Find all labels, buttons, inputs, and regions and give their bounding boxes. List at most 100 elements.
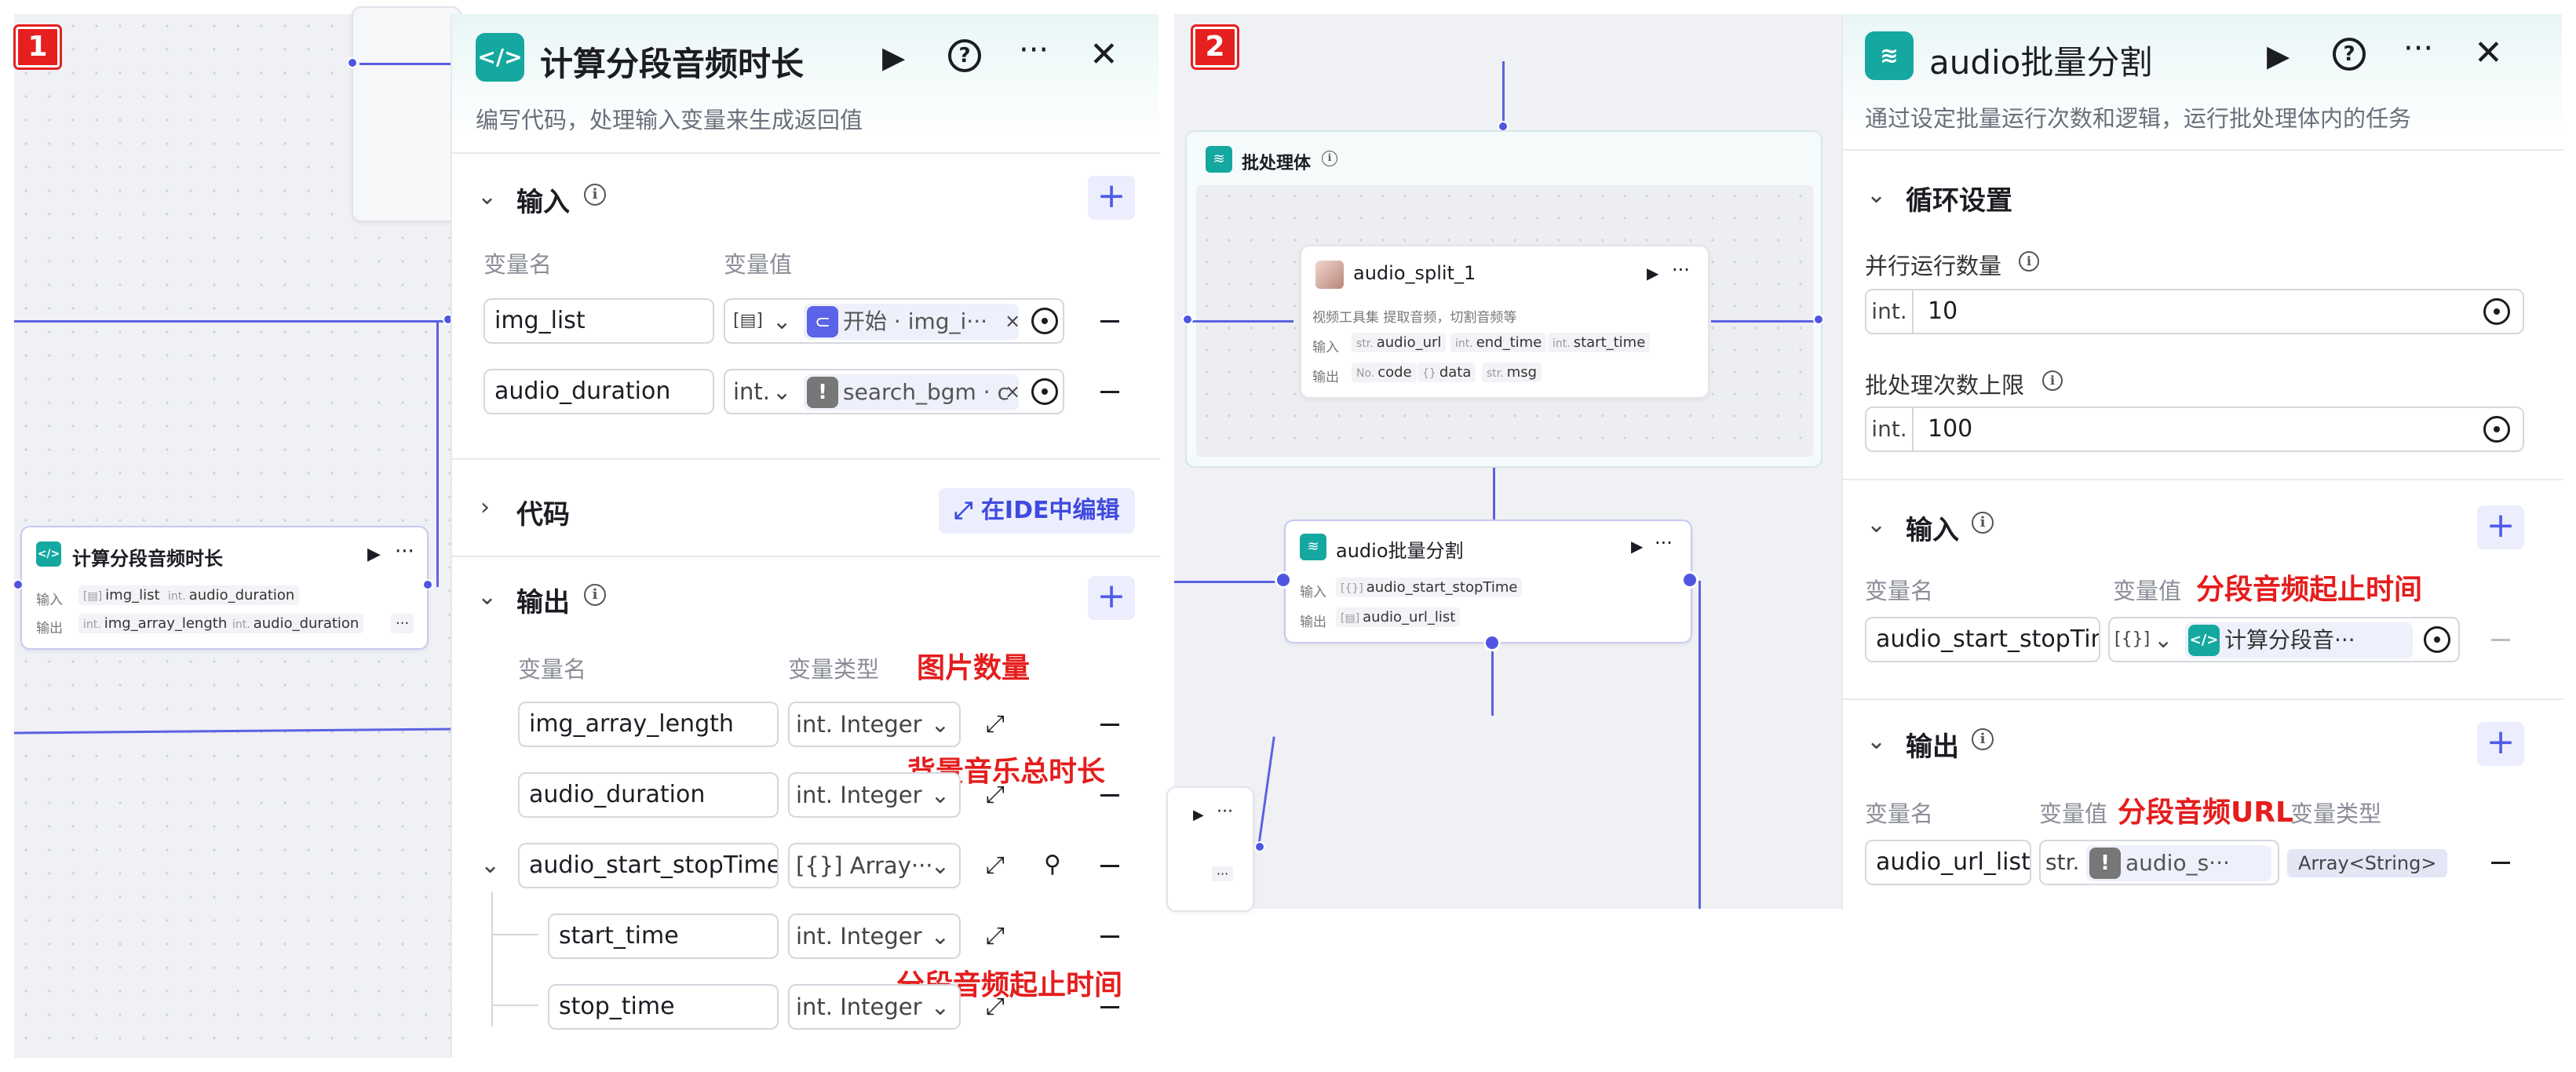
output-type-select[interactable]: [{}] Array···⌄ bbox=[788, 843, 961, 888]
output-value-select[interactable]: str. !audio_s··· bbox=[2039, 840, 2279, 885]
chevron-right-icon[interactable]: › bbox=[480, 494, 490, 521]
more-icon[interactable]: ··· bbox=[1019, 32, 1049, 68]
batch-node-card[interactable]: ≋ audio批量分割 ▶ ··· 输入 [{}]audio_start_sto… bbox=[1284, 520, 1692, 644]
add-output-button[interactable]: + bbox=[2477, 722, 2524, 766]
output-type-select[interactable]: int. Integer⌄ bbox=[788, 702, 961, 747]
output-section-title[interactable]: 输出 bbox=[1906, 731, 1959, 763]
info-icon[interactable]: i bbox=[1972, 512, 1994, 534]
remove-input-button[interactable] bbox=[1100, 320, 1119, 323]
output-type-select[interactable]: int. Integer⌄ bbox=[788, 772, 961, 818]
expand-icon[interactable]: ⤢ bbox=[986, 922, 1005, 950]
input-section-title[interactable]: 输入 bbox=[1906, 515, 1959, 546]
batch-body-container[interactable]: ≋ 批处理体 i bbox=[1185, 130, 1823, 468]
connector-dot[interactable] bbox=[1182, 314, 1193, 325]
batch-node-input-port[interactable] bbox=[1275, 571, 1292, 589]
panel-title[interactable]: 计算分段音频时长 bbox=[540, 45, 805, 83]
clear-icon[interactable]: × bbox=[1005, 310, 1021, 332]
run-icon[interactable]: ▶ bbox=[367, 545, 381, 564]
output-type-select[interactable]: int. Integer⌄ bbox=[788, 984, 961, 1030]
chevron-down-icon[interactable]: ⌄ bbox=[477, 583, 498, 611]
node-port[interactable] bbox=[422, 579, 433, 590]
variable-picker-icon[interactable] bbox=[1031, 308, 1058, 334]
info-icon[interactable]: i bbox=[2019, 251, 2039, 272]
connector-dot[interactable] bbox=[1813, 314, 1824, 325]
connector-dot[interactable] bbox=[347, 57, 358, 68]
close-icon[interactable]: ✕ bbox=[1089, 35, 1118, 75]
connector-dot[interactable] bbox=[1254, 841, 1265, 852]
help-icon[interactable]: ? bbox=[2333, 38, 2366, 71]
more-icon[interactable]: ··· bbox=[395, 540, 414, 563]
input-type-select[interactable]: [▤] ⌄ ⊂开始 · img_i··· × bbox=[724, 298, 1064, 344]
input-name-field[interactable]: audio_duration bbox=[483, 369, 714, 414]
input-type-select[interactable]: [{}] ⌄ </>计算分段音··· bbox=[2108, 617, 2460, 662]
reference-chip[interactable]: ⊂开始 · img_i··· bbox=[804, 304, 1019, 340]
loop-section-title[interactable]: 循环设置 bbox=[1906, 185, 2012, 217]
variable-picker-icon[interactable] bbox=[1031, 378, 1058, 405]
edit-in-ide-button[interactable]: ⤢ 在IDE中编辑 bbox=[939, 488, 1135, 534]
run-icon[interactable]: ▶ bbox=[1647, 264, 1659, 283]
partial-node[interactable]: ▶ ··· ··· bbox=[1166, 786, 1254, 912]
info-icon[interactable]: i bbox=[584, 584, 606, 606]
help-icon[interactable]: ? bbox=[948, 39, 981, 72]
output-name-field[interactable]: img_array_length bbox=[518, 702, 779, 747]
upper-node-partial[interactable] bbox=[352, 6, 462, 222]
batch-node-bottom-port[interactable] bbox=[1483, 634, 1501, 651]
node-port[interactable] bbox=[13, 579, 24, 590]
more-icon[interactable]: ··· bbox=[2403, 31, 2434, 67]
more-icon[interactable]: ··· bbox=[1672, 259, 1690, 281]
remove-output-button[interactable] bbox=[1100, 865, 1119, 867]
run-icon[interactable]: ▶ bbox=[1631, 537, 1644, 556]
expand-icon[interactable]: ⤢ bbox=[986, 710, 1005, 738]
batch-node-output-port[interactable] bbox=[1681, 571, 1698, 589]
expand-icon[interactable]: ⤢ bbox=[986, 851, 1005, 879]
remove-input-button[interactable] bbox=[2491, 639, 2510, 641]
expand-icon[interactable]: ⤢ bbox=[986, 781, 1005, 808]
play-icon[interactable]: ▶ bbox=[2267, 38, 2290, 73]
remove-output-button[interactable] bbox=[1100, 724, 1119, 726]
input-name-field[interactable]: audio_start_stopTin bbox=[1865, 617, 2100, 662]
reference-chip[interactable]: !audio_s··· bbox=[2086, 845, 2271, 881]
panel-title[interactable]: audio批量分割 bbox=[1929, 43, 2153, 82]
output-child-name-field[interactable]: stop_time bbox=[548, 984, 779, 1030]
remove-output-button[interactable] bbox=[1100, 1006, 1119, 1008]
add-output-button[interactable]: + bbox=[1088, 576, 1135, 620]
reference-chip[interactable]: </>计算分段音··· bbox=[2185, 622, 2413, 658]
max-input[interactable]: int. 100 bbox=[1865, 407, 2524, 452]
remove-output-button[interactable] bbox=[1100, 794, 1119, 797]
parallel-input[interactable]: int. 10 bbox=[1865, 289, 2524, 334]
add-input-button[interactable]: + bbox=[1088, 176, 1135, 220]
code-section-title[interactable]: 代码 bbox=[516, 499, 570, 531]
output-section-title[interactable]: 输出 bbox=[516, 587, 570, 618]
expand-icon[interactable]: ⤢ bbox=[986, 993, 1005, 1020]
add-child-icon[interactable]: ⚲ bbox=[1044, 851, 1061, 878]
output-name-field[interactable]: audio_duration bbox=[518, 772, 779, 818]
reference-chip[interactable]: !search_bgm · c bbox=[804, 374, 1019, 410]
chevron-down-icon[interactable]: ⌄ bbox=[1866, 727, 1887, 755]
code-node-card[interactable]: </> 计算分段音频时长 ▶ ··· 输入 [▤]img_list int.au… bbox=[20, 526, 429, 650]
more-tag[interactable]: ··· bbox=[1212, 866, 1234, 881]
variable-picker-icon[interactable] bbox=[2483, 298, 2510, 325]
remove-output-button[interactable] bbox=[1100, 935, 1119, 938]
chevron-down-icon[interactable]: ⌄ bbox=[480, 851, 501, 879]
output-name-field[interactable]: audio_url_list bbox=[1865, 840, 2031, 885]
info-icon[interactable]: i bbox=[584, 184, 606, 206]
remove-output-button[interactable] bbox=[2491, 862, 2510, 864]
chevron-down-icon[interactable]: ⌄ bbox=[1866, 181, 1887, 209]
node-more-tag[interactable]: ··· bbox=[391, 614, 414, 633]
input-name-field[interactable]: img_list bbox=[483, 298, 714, 344]
remove-input-button[interactable] bbox=[1100, 391, 1119, 393]
info-icon[interactable]: i bbox=[1322, 151, 1337, 166]
close-icon[interactable]: ✕ bbox=[2474, 33, 2503, 73]
info-icon[interactable]: i bbox=[1972, 728, 1994, 750]
input-type-select[interactable]: int. ⌄ !search_bgm · c × bbox=[724, 369, 1064, 414]
run-icon[interactable]: ▶ bbox=[1193, 807, 1204, 823]
variable-picker-icon[interactable] bbox=[2483, 416, 2510, 443]
info-icon[interactable]: i bbox=[2042, 370, 2063, 391]
output-type-select[interactable]: int. Integer⌄ bbox=[788, 913, 961, 959]
more-icon[interactable]: ··· bbox=[1217, 802, 1233, 822]
add-input-button[interactable]: + bbox=[2477, 505, 2524, 549]
input-section-title[interactable]: 输入 bbox=[516, 187, 570, 218]
clear-icon[interactable]: × bbox=[1005, 381, 1021, 403]
play-icon[interactable]: ▶ bbox=[882, 40, 906, 75]
more-icon[interactable]: ··· bbox=[1655, 532, 1673, 554]
